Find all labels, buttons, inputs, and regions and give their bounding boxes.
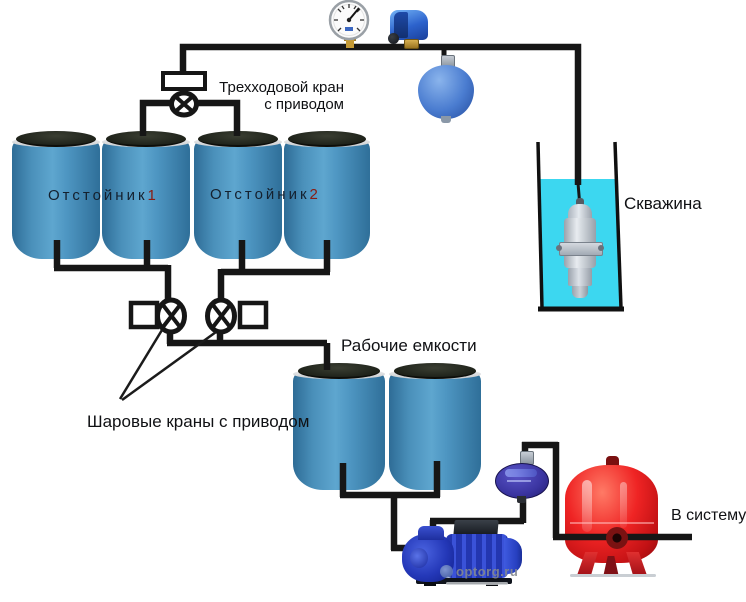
clamp-bolt <box>556 245 562 251</box>
label-working-tanks: Рабочие емкости <box>341 336 477 355</box>
label-threeway-line1: Трехходовой кран <box>219 79 344 96</box>
pump-eyelet <box>576 198 584 208</box>
ball-valve2-x <box>211 303 232 329</box>
label-text: Отстойник <box>210 186 310 203</box>
label-number: 1 <box>147 187 159 204</box>
pump-foot <box>424 582 436 586</box>
barrel-lid <box>198 131 278 147</box>
ball-valve1-x <box>161 303 182 329</box>
barrel-body <box>284 137 370 259</box>
pressure-switch-icon <box>386 6 432 49</box>
label-settling-tank-2: Отстойник2 <box>210 186 321 203</box>
pump-inlet-dome <box>418 526 444 540</box>
controller-display <box>505 469 537 477</box>
settling-barrel-2 <box>102 131 190 259</box>
threeway-branch-right <box>184 99 241 136</box>
label-to-system: В систему <box>671 507 746 524</box>
pump-clamp <box>559 242 603 256</box>
tank-highlight <box>582 480 592 532</box>
settling-barrel-4 <box>284 131 370 259</box>
ball-valve-2 <box>205 297 269 335</box>
controller-bottom-fitting <box>517 496 526 503</box>
label-threeway-line2: с приводом <box>264 96 344 113</box>
barrel-lid <box>393 363 477 379</box>
gauge-brand-mark <box>345 27 353 31</box>
barrel-body <box>293 369 385 490</box>
ball-valve2-actuator <box>237 300 269 330</box>
watermark-subline <box>446 582 508 585</box>
label-threeway-valve: Трехходовой кран с приводом <box>212 79 344 113</box>
barrel-lid <box>106 131 186 147</box>
ball-valve1-actuator <box>128 300 160 330</box>
label-number: 2 <box>309 186 321 203</box>
callout-line-2 <box>121 330 217 402</box>
gauge-svg <box>328 0 370 48</box>
switch-nut <box>404 39 419 49</box>
switch-side <box>394 12 408 38</box>
callout-line-1 <box>118 329 164 400</box>
label-ball-valves: Шаровые краны с приводом <box>87 412 310 431</box>
pump-controller-icon <box>493 450 549 503</box>
barrel-body <box>102 137 190 259</box>
pump-base <box>416 578 512 584</box>
expansion-tank-icon <box>416 54 476 124</box>
gauge-stem <box>346 39 354 48</box>
watermark-text: optorg.ru <box>456 564 519 579</box>
threeway-valve <box>161 71 207 118</box>
well-wall-right <box>613 141 623 309</box>
callout-lines <box>118 329 217 402</box>
threeway-actuator <box>161 71 207 91</box>
tank-port <box>606 527 628 549</box>
settling-barrel-1 <box>12 131 100 259</box>
pump-fan-cap <box>504 538 522 574</box>
expansion-body <box>418 65 474 119</box>
barrel-lid <box>297 363 381 379</box>
pump-nozzle <box>572 286 588 298</box>
main-supply-pipe <box>179 43 582 185</box>
pump-lower <box>568 268 592 286</box>
pump-front-cover <box>410 548 428 568</box>
gauge-hub <box>346 17 352 23</box>
watermark-logo-icon <box>440 565 453 578</box>
submersible-pump-icon <box>556 196 604 300</box>
settling-barrel-3 <box>194 131 282 259</box>
pump-top-cap <box>568 204 592 220</box>
barrel-body <box>12 137 100 259</box>
controller-scale <box>507 480 531 482</box>
pressure-gauge-icon <box>328 0 374 50</box>
threeway-valve-x <box>174 95 194 113</box>
tank-highlight <box>620 482 627 528</box>
working-barrel-1 <box>293 363 385 490</box>
label-settling-tank-1: Отстойник1 <box>48 187 159 204</box>
tank-seam <box>570 522 654 524</box>
tank-leg <box>603 556 619 576</box>
ball-valve-1 <box>128 297 187 335</box>
gauge-ticks <box>334 4 364 32</box>
tank-base-line <box>570 574 656 577</box>
clamp-bolt <box>598 245 604 251</box>
well-wall-left <box>536 141 544 309</box>
watermark: optorg.ru <box>440 563 532 593</box>
gauge-needle <box>348 7 360 21</box>
expansion-nipple <box>441 116 451 123</box>
barrel-lid <box>288 131 366 147</box>
label-well: Скважина <box>624 194 702 213</box>
pump-motor <box>446 534 508 578</box>
pipe-network <box>53 43 692 552</box>
barrel-body <box>194 137 282 259</box>
surface-pump-icon <box>400 518 524 586</box>
barrel-lid <box>16 131 96 147</box>
switch-knob <box>388 33 399 44</box>
label-text: Отстойник <box>48 187 148 204</box>
